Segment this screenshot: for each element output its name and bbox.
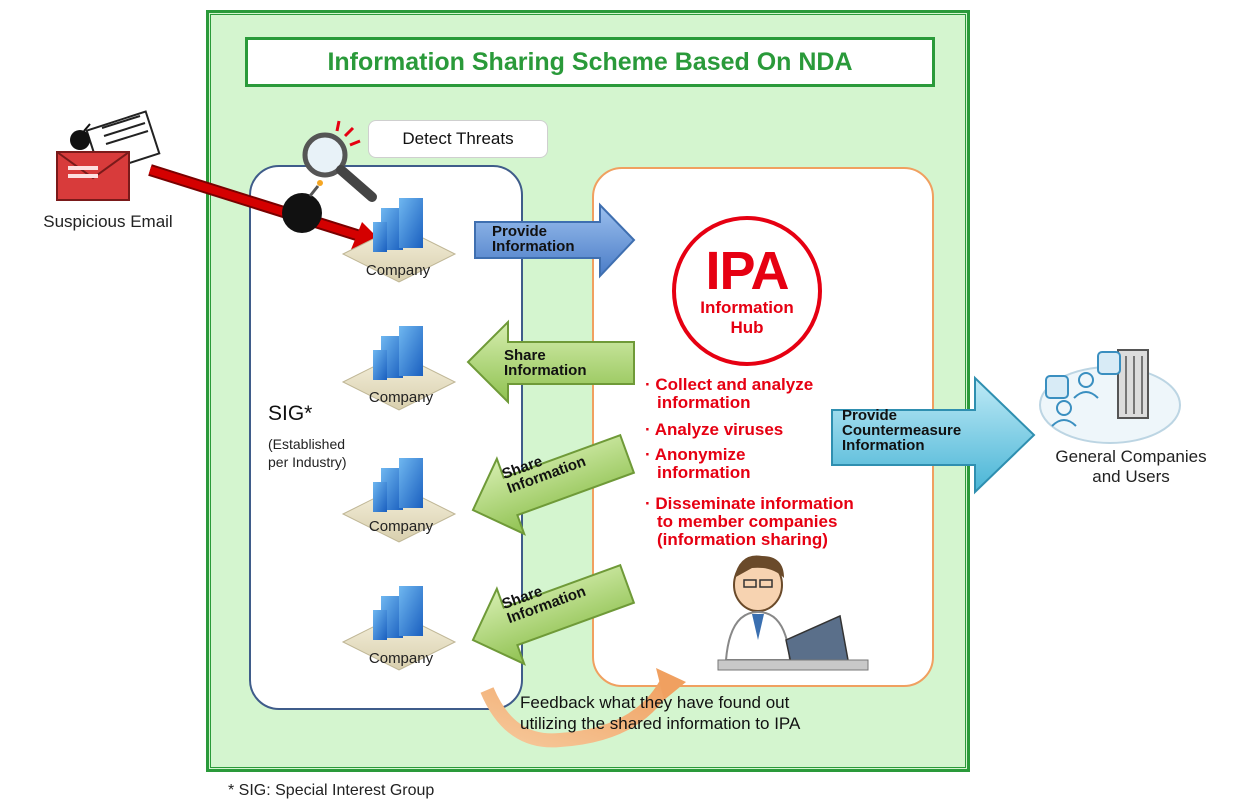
diagram-title: Information Sharing Scheme Based On NDA bbox=[245, 37, 935, 87]
company-icon-3 bbox=[341, 458, 457, 543]
detect-threats-callout: Detect Threats bbox=[368, 120, 548, 158]
company-label-3: Company bbox=[368, 518, 434, 535]
company-label-4: Company bbox=[368, 650, 434, 667]
general-companies-icon bbox=[1039, 349, 1181, 444]
sig-title: SIG* bbox=[268, 402, 313, 425]
general-companies-label: General Companies and Users bbox=[1055, 447, 1207, 486]
company-icon-4 bbox=[341, 586, 457, 671]
provide-countermeasure-arrow bbox=[831, 375, 1036, 495]
feedback-arrow bbox=[480, 676, 675, 748]
ipa-hub-subtitle-2: Hub bbox=[730, 318, 764, 337]
ipa-task-disseminate: · Disseminate information to member comp… bbox=[645, 494, 854, 549]
sig-note: (Established per Industry) bbox=[268, 436, 347, 470]
ipa-task-analyze: · Analyze viruses bbox=[645, 420, 784, 439]
provide-countermeasure-label: Provide Countermeasure Information bbox=[842, 407, 962, 454]
ipa-task-anonymize: · Anonymize information bbox=[645, 445, 751, 482]
diagram-frame-inner bbox=[210, 14, 966, 768]
share-information-arrow-1 bbox=[466, 319, 635, 405]
sig-footnote: * SIG: Special Interest Group bbox=[228, 782, 435, 799]
company-icon-2 bbox=[341, 326, 457, 411]
share-information-arrow-2 bbox=[471, 433, 636, 536]
provide-information-label: Provide Information bbox=[492, 223, 575, 255]
magnifier-icon bbox=[302, 120, 377, 202]
feedback-text: Feedback what they have found out utiliz… bbox=[520, 693, 801, 733]
analyst-icon bbox=[717, 555, 869, 671]
ipa-hub-subtitle-1: Information bbox=[700, 298, 794, 317]
share-information-arrow-3 bbox=[471, 563, 636, 666]
company-icon-1 bbox=[341, 198, 457, 283]
suspicious-email-label: Suspicious Email bbox=[43, 212, 173, 231]
share-information-label-1: Share Information bbox=[504, 347, 587, 379]
ipa-information-hub: IPA Information Hub bbox=[672, 216, 822, 366]
provide-information-arrow bbox=[474, 202, 636, 279]
company-label-2: Company bbox=[368, 389, 434, 406]
bomb-icon bbox=[282, 180, 323, 233]
ipa-logo: IPA bbox=[705, 241, 789, 301]
suspicious-email-icon bbox=[56, 110, 161, 201]
company-label-1: Company bbox=[365, 262, 431, 279]
ipa-task-collect: · Collect and analyze information bbox=[645, 375, 814, 412]
